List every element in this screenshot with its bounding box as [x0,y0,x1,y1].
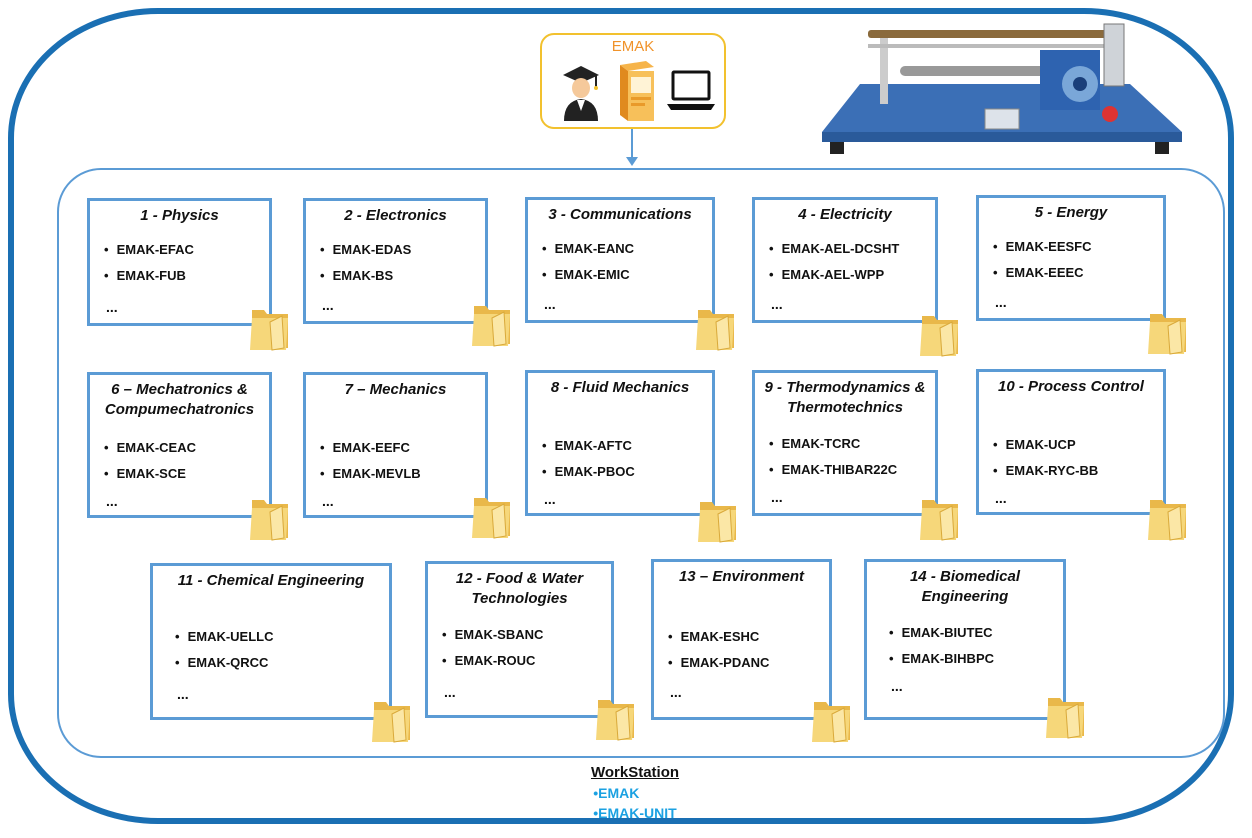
module-item: EMAK-PBOC [542,459,635,485]
module-more: ... [891,678,903,694]
folder-icon [1046,698,1084,739]
module-card-physics: 1 - Physics EMAK-EFAC EMAK-FUB ... [87,198,272,326]
module-item: EMAK-SCE [104,461,196,487]
module-card-biomedical: 14 - Biomedical Engineering EMAK-BIUTEC … [864,559,1066,720]
module-item: EMAK-EDAS [320,237,412,263]
module-title: 2 - Electronics [344,207,447,224]
module-item: EMAK-AEL-WPP [769,262,899,288]
module-more: ... [444,684,456,700]
module-card-environment: 13 – Environment EMAK-ESHC EMAK-PDANC ..… [651,559,832,720]
module-item: EMAK-UELLC [175,624,274,650]
module-card-energy: 5 - Energy EMAK-EESFC EMAK-EEEC ... [976,195,1166,321]
module-more: ... [322,493,334,509]
module-card-fluid-mechanics: 8 - Fluid Mechanics EMAK-AFTC EMAK-PBOC … [525,370,715,516]
module-item: EMAK-EANC [542,236,634,262]
module-more: ... [322,297,334,313]
module-item: EMAK-BS [320,263,411,289]
module-title: 9 - Thermodynamics & Thermotechnics [764,379,926,416]
arrow-head [626,157,638,166]
module-item: EMAK-BIHBPC [889,646,994,672]
folder-icon [1148,314,1186,355]
emak-software-box: EMAK [540,33,726,129]
module-more: ... [106,493,118,509]
module-card-thermodynamics: 9 - Thermodynamics & Thermotechnics EMAK… [752,370,938,516]
module-title: 10 - Process Control [998,378,1144,395]
connector-line [631,129,633,159]
module-title: 6 – Mechatronics & Compumechatronics [104,381,255,418]
folder-icon [250,310,288,351]
module-item: EMAK-EESFC [993,234,1092,260]
graduate-icon [563,66,599,121]
module-card-communications: 3 - Communications EMAK-EANC EMAK-EMIC .… [525,197,715,323]
module-more: ... [544,296,556,312]
workstation-section: WorkStation EMAK EMAK-UNIT [520,764,750,823]
module-item: EMAK-EEEC [993,260,1092,286]
module-more: ... [995,294,1007,310]
folder-icon [920,316,958,357]
folder-icon [812,702,850,743]
module-item: EMAK-EMIC [542,262,634,288]
module-item: EMAK-THIBAR22C [769,457,898,483]
module-item: EMAK-AFTC [542,433,635,459]
module-card-food-water: 12 - Food & Water Technologies EMAK-SBAN… [425,561,614,718]
module-card-electricity: 4 - Electricity EMAK-AEL-DCSHT EMAK-AEL-… [752,197,938,323]
folder-icon [596,700,634,741]
module-title: 13 – Environment [678,568,805,585]
module-item: EMAK-RYC-BB [993,458,1099,484]
laptop-icon [667,70,715,110]
module-item: EMAK-ROUC [442,648,543,674]
module-more: ... [995,490,1007,506]
module-title: 7 – Mechanics [344,381,447,398]
equipment-image [822,23,1182,154]
module-item: EMAK-MEVLB [320,461,421,487]
module-more: ... [106,299,118,315]
folder-icon [696,310,734,351]
module-card-mechanics: 7 – Mechanics EMAK-EEFC EMAK-MEVLB ... [303,372,488,518]
module-title: 3 - Communications [548,206,692,223]
module-card-electronics: 2 - Electronics EMAK-EDAS EMAK-BS ... [303,198,488,324]
module-title: 12 - Food & Water Technologies [455,570,584,607]
module-title: 14 - Biomedical Engineering [909,568,1021,605]
module-more: ... [544,491,556,507]
module-more: ... [670,684,682,700]
module-card-mechatronics: 6 – Mechatronics & Compumechatronics EMA… [87,372,272,518]
workstation-title: WorkStation [590,764,680,781]
folder-icon [472,498,510,539]
module-item: EMAK-CEAC [104,435,196,461]
folder-icon [920,500,958,541]
folder-icon [698,502,736,543]
workstation-item: EMAK [593,783,676,803]
folder-icon [472,306,510,347]
module-item: EMAK-UCP [993,432,1098,458]
module-card-process-control: 10 - Process Control EMAK-UCP EMAK-RYC-B… [976,369,1166,515]
module-more: ... [177,686,189,702]
module-title: 1 - Physics [140,207,219,224]
module-item: EMAK-TCRC [769,431,897,457]
module-item: EMAK-ESHC [668,624,769,650]
software-box-icon [620,61,654,121]
folder-icon [250,500,288,541]
module-item: EMAK-BIUTEC [889,620,994,646]
module-item: EMAK-QRCC [175,650,274,676]
module-title: 8 - Fluid Mechanics [550,379,690,396]
folder-icon [372,702,410,743]
module-title: 11 - Chemical Engineering [177,572,365,589]
module-title: 5 - Energy [1034,204,1108,221]
module-item: EMAK-SBANC [442,622,544,648]
module-card-chemical-engineering: 11 - Chemical Engineering EMAK-UELLC EMA… [150,563,392,720]
module-more: ... [771,296,783,312]
module-item: EMAK-PDANC [668,650,770,676]
modules-container [57,168,1225,758]
module-item: EMAK-AEL-DCSHT [769,236,900,262]
workstation-item: EMAK-UNIT [593,803,677,823]
module-title: 4 - Electricity [798,206,892,223]
module-item: EMAK-FUB [104,263,194,289]
module-more: ... [771,489,783,505]
folder-icon [1148,500,1186,541]
module-item: EMAK-EFAC [104,237,194,263]
module-item: EMAK-EEFC [320,435,421,461]
emak-label: EMAK [611,38,655,55]
